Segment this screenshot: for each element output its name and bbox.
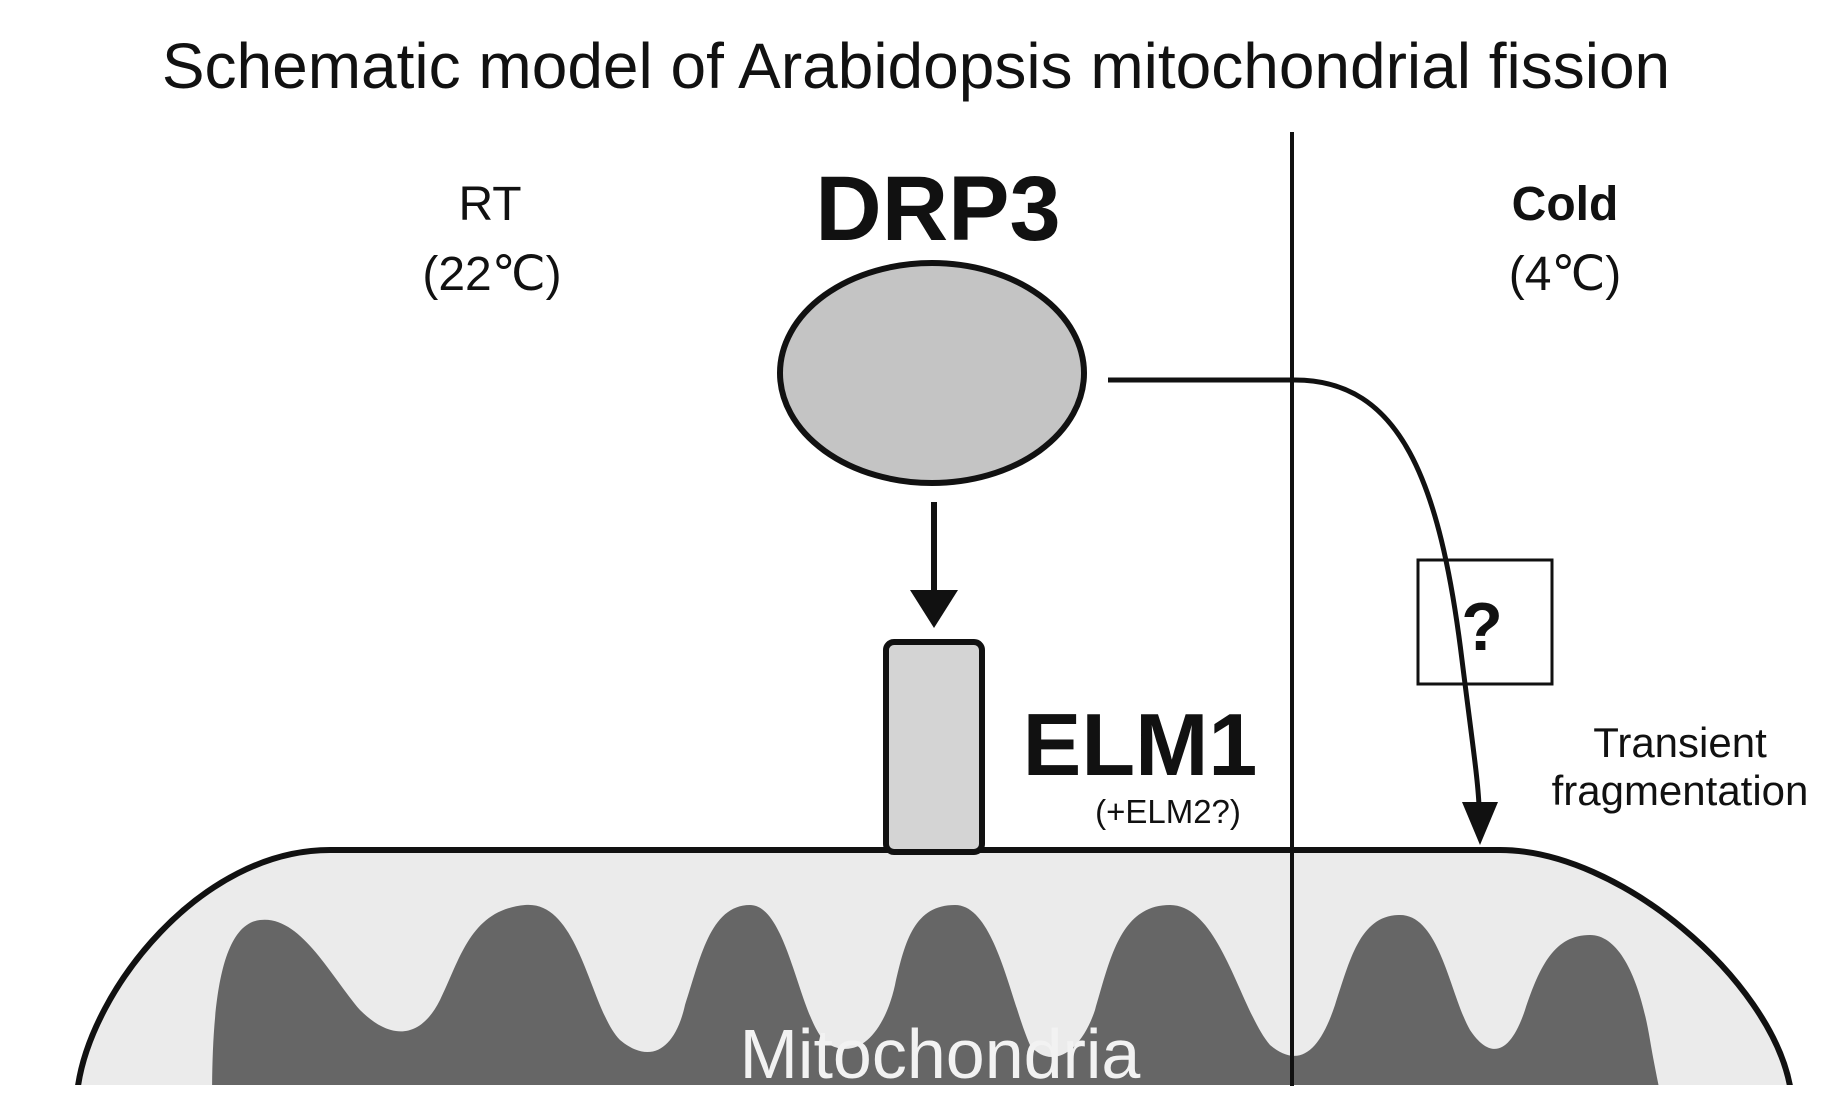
drp3-label: DRP3 — [815, 158, 1060, 260]
transient-label: Transient — [1593, 719, 1767, 766]
fragmentation-label: fragmentation — [1552, 767, 1809, 814]
mitochondria-label: Mitochondria — [740, 1015, 1141, 1093]
rt-label: RT — [458, 178, 521, 231]
cold-pathway-arrow — [1108, 377, 1482, 807]
elm1-protein — [883, 639, 985, 855]
rt-temperature: (22℃) — [422, 248, 561, 301]
elm2-note: (+ELM2?) — [1095, 793, 1241, 830]
cold-pathway-arrowhead — [1462, 802, 1498, 845]
cold-label: Cold — [1512, 178, 1619, 231]
drp3-protein — [777, 260, 1087, 486]
unknown-factor-box — [1416, 558, 1554, 686]
mitochondrion-cristae — [212, 904, 1659, 1085]
drp3-to-elm1-arrowhead — [910, 590, 958, 628]
elm1-label: ELM1 — [1023, 695, 1258, 794]
cold-temperature: (4℃) — [1509, 248, 1622, 301]
unknown-factor-mark: ? — [1461, 589, 1503, 665]
diagram-title: Schematic model of Arabidopsis mitochond… — [162, 30, 1670, 102]
